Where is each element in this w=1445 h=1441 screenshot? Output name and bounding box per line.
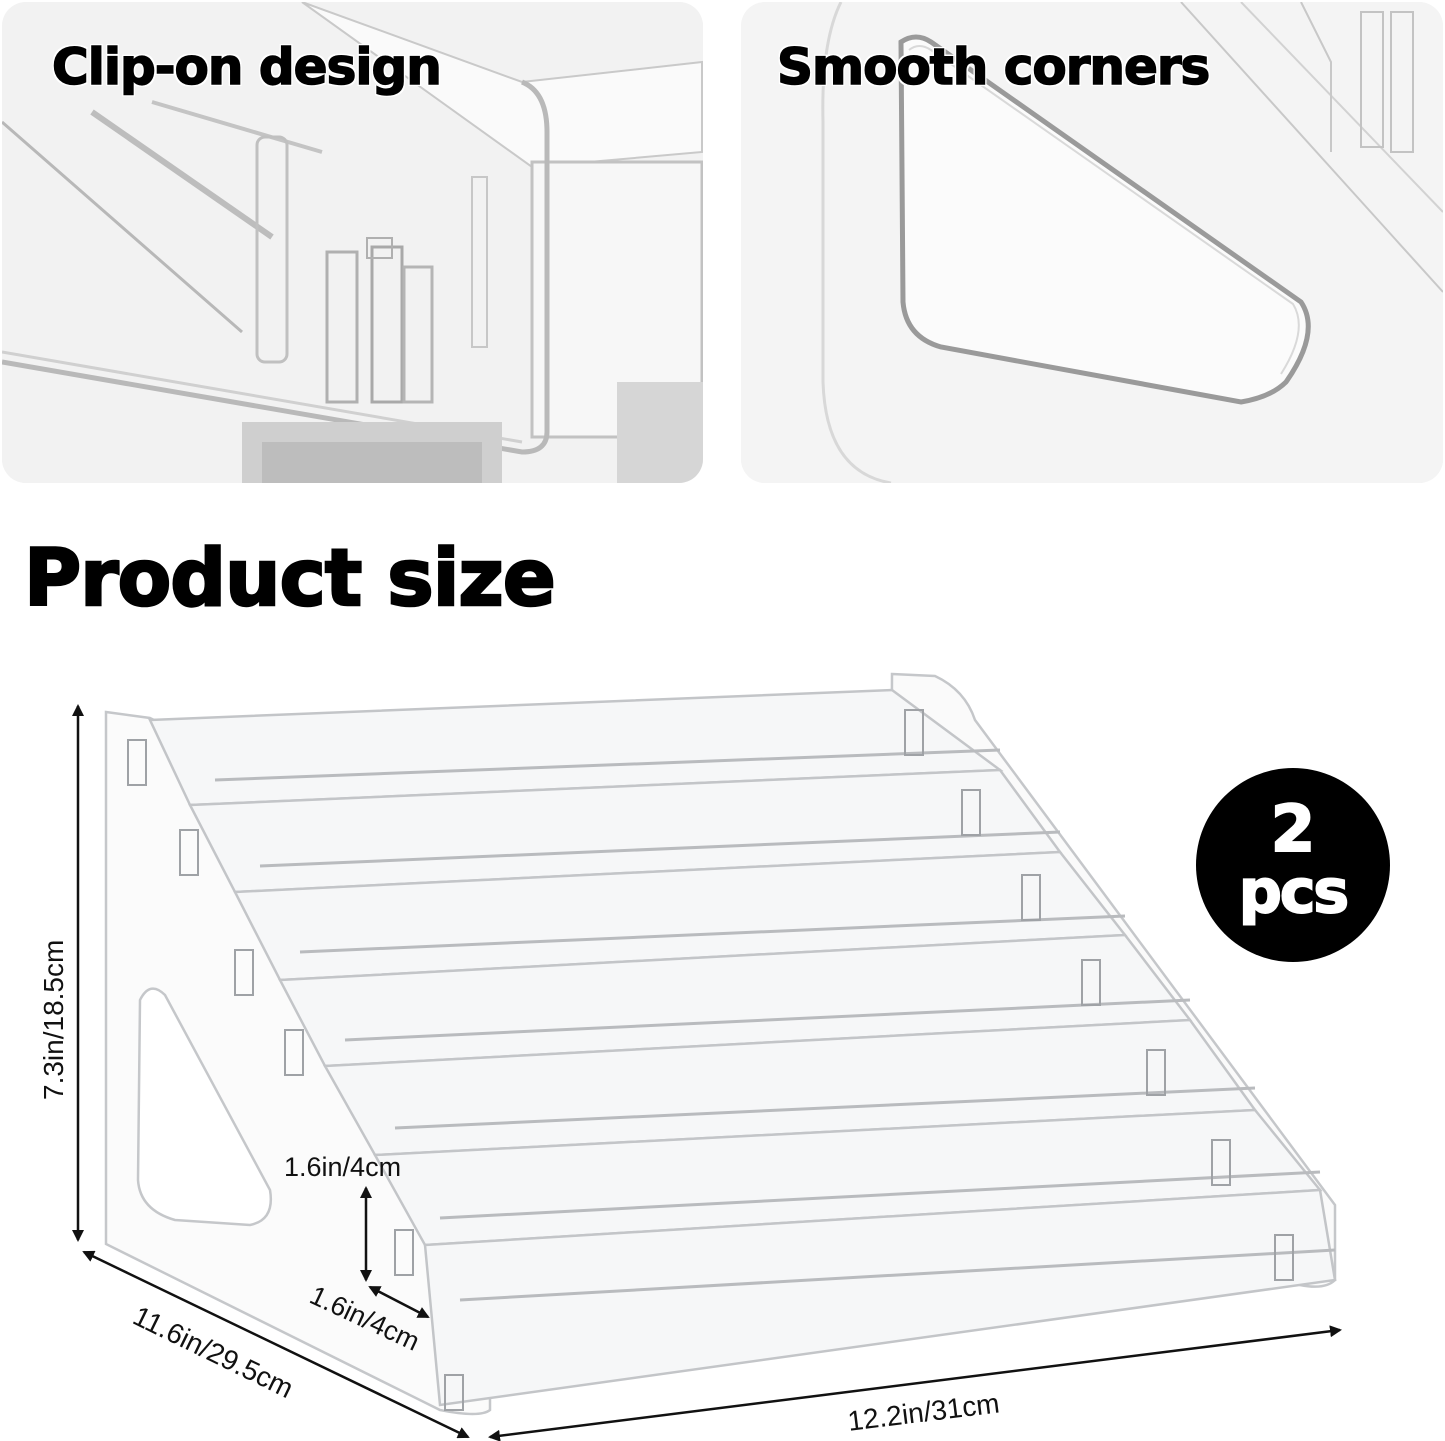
detail-panel-clip-on: Clip-on design [2,2,703,483]
width-arrow [488,1325,1342,1441]
product-rack-illustration [72,672,1342,1441]
dimension-step-height-label: 1.6in/4cm [284,1152,402,1182]
quantity-badge: 2 pcs [1196,768,1390,962]
dimension-height-label: 7.3in/18.5cm [38,939,69,1100]
section-title-product-size: Product size [23,533,557,626]
detail-panel-smooth-corners: Smooth corners [741,2,1443,483]
badge-quantity: 2 [1270,793,1317,867]
badge-unit: pcs [1238,857,1350,927]
depth-arrow [82,1250,470,1439]
smooth-corners-photo [741,2,1443,483]
panel-title-smooth-corners: Smooth corners [776,37,1211,97]
clip-on-photo [2,2,703,483]
panel-title-clip-on: Clip-on design [51,37,442,97]
step-depth-arrow [368,1285,430,1319]
